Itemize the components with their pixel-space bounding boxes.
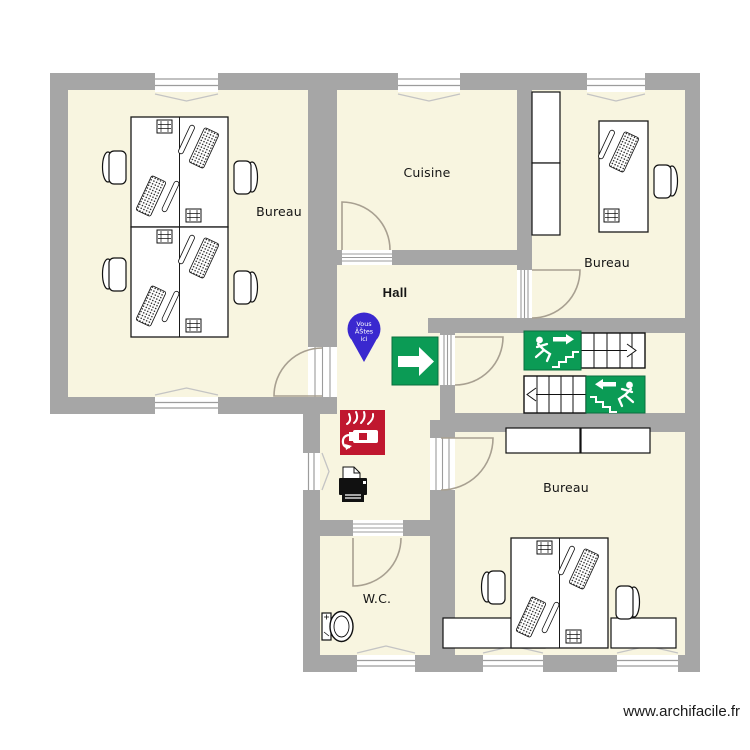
cabinet[interactable] [531, 162, 561, 236]
office-chair[interactable] [233, 270, 259, 305]
exit-right-arrow-sign[interactable] [391, 336, 439, 386]
stairs-up[interactable] [580, 332, 646, 369]
room-label-hall: Hall [382, 285, 408, 300]
exit-stairs-down-sign[interactable] [585, 375, 646, 414]
desk-cluster[interactable] [131, 117, 228, 227]
cabinet[interactable] [505, 427, 581, 454]
office-chair[interactable] [480, 570, 506, 605]
window[interactable] [154, 387, 219, 414]
archifacile-watermark-link[interactable]: www.archifacile.fr [623, 703, 740, 720]
door[interactable] [440, 335, 455, 385]
office-chair[interactable] [615, 585, 641, 620]
desk-cluster[interactable] [131, 227, 228, 337]
office-chair[interactable] [101, 150, 127, 185]
window[interactable] [397, 73, 461, 102]
door[interactable] [430, 438, 455, 490]
stairs-down[interactable] [523, 375, 587, 414]
desk[interactable] [598, 120, 649, 233]
cabinet[interactable] [610, 617, 677, 649]
printer-icon[interactable] [339, 466, 367, 502]
window[interactable] [586, 73, 646, 102]
window[interactable] [303, 452, 330, 491]
window[interactable] [154, 73, 219, 102]
room-cuisine [337, 90, 517, 250]
room-label-bureau-right: Bureau [584, 255, 630, 270]
desk-cluster[interactable] [511, 538, 608, 648]
pin-text-line2: ÃŠtes [355, 327, 374, 336]
cabinets [442, 91, 677, 649]
door[interactable] [308, 347, 337, 397]
cabinet[interactable] [531, 91, 561, 164]
room-hall-upper [337, 265, 517, 318]
desks [131, 117, 649, 648]
room-label-bureau-left: Bureau [256, 204, 302, 219]
office-chair[interactable] [653, 164, 679, 199]
office-chair[interactable] [101, 257, 127, 292]
windows [154, 73, 679, 672]
fire-extinguisher-sign[interactable] [340, 410, 385, 455]
office-chair[interactable] [233, 160, 259, 195]
toilet-icon[interactable] [321, 610, 354, 643]
door[interactable] [353, 520, 403, 536]
pin-text-line3: ici [360, 335, 367, 343]
room-label-bureau-bottom: Bureau [543, 480, 589, 495]
room-label-wc: W.C. [362, 591, 392, 606]
you-are-here-pin[interactable]: Vous ÃŠtes ici [347, 312, 381, 363]
door-thresholds [308, 250, 532, 536]
door-arcs [273, 201, 581, 587]
pin-text-line1: Vous [356, 320, 372, 328]
room-label-cuisine: Cuisine [403, 165, 451, 180]
exit-stairs-up-sign[interactable] [523, 330, 582, 371]
cabinet[interactable] [580, 427, 651, 454]
door[interactable] [342, 250, 392, 265]
door[interactable] [517, 270, 532, 318]
window[interactable] [356, 645, 416, 672]
